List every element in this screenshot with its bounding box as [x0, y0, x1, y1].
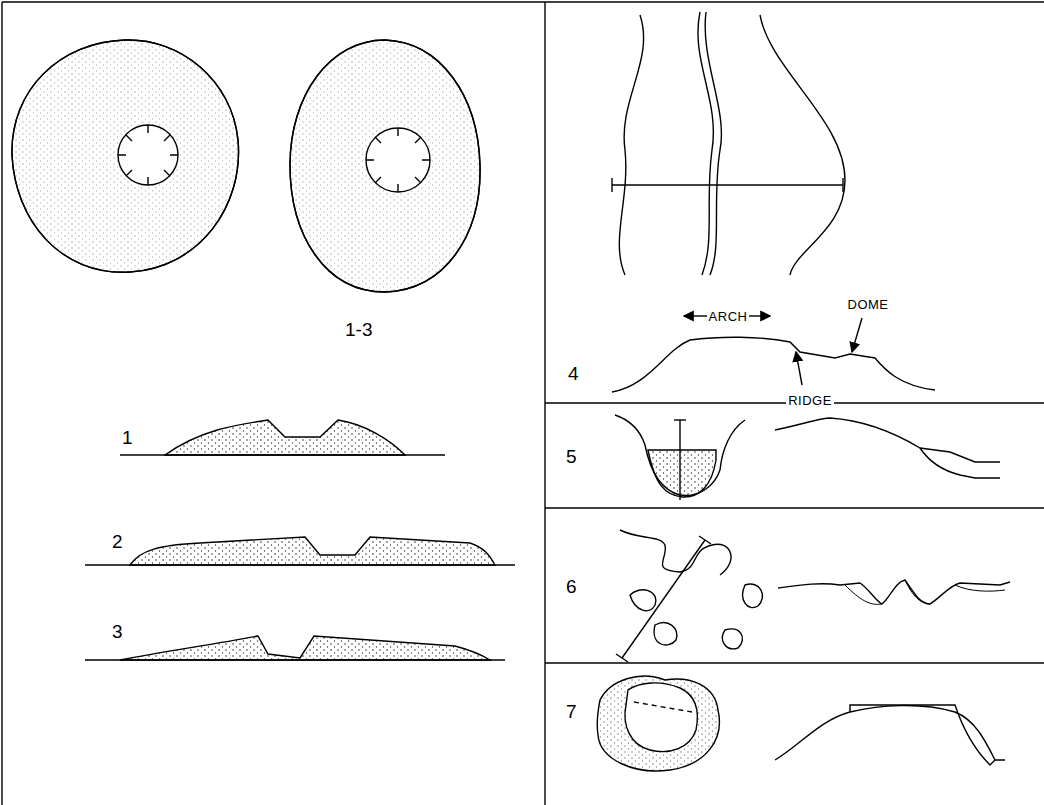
- panel-number: 7: [566, 702, 577, 721]
- panel-number: 1-3: [345, 320, 372, 339]
- profile-number: 1: [122, 428, 133, 447]
- profile-number: 2: [112, 532, 123, 551]
- landform-label: RIDGE: [786, 394, 834, 407]
- panel-number: 6: [566, 577, 577, 596]
- profile-number: 3: [112, 622, 123, 641]
- landform-label: DOME: [846, 298, 891, 311]
- panel-number: 4: [568, 364, 579, 383]
- landform-label: ARCH: [707, 310, 750, 323]
- panel-number: 5: [566, 447, 577, 466]
